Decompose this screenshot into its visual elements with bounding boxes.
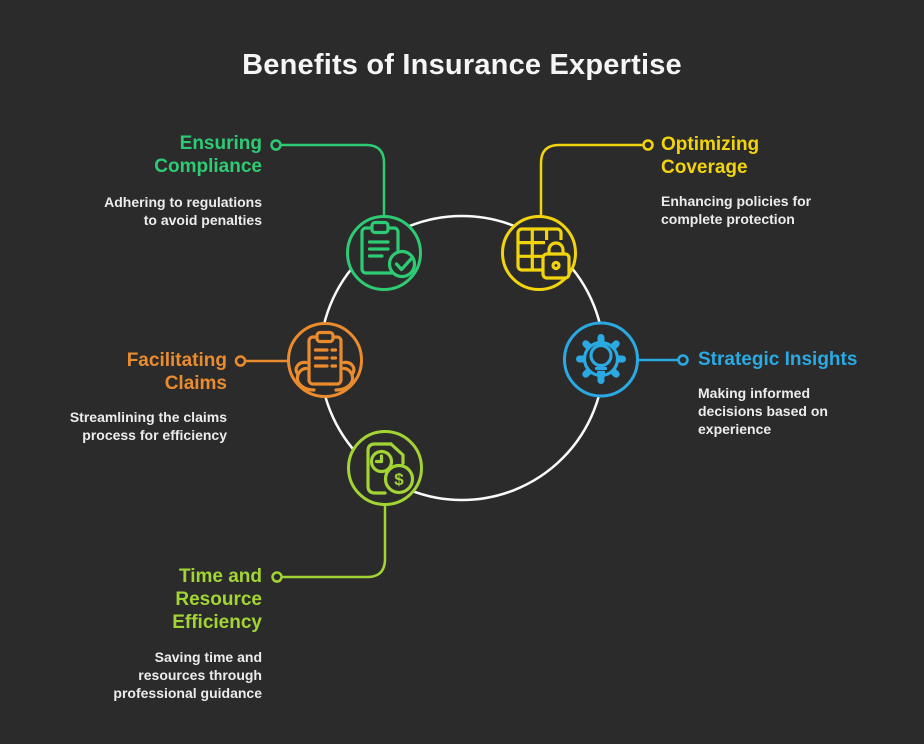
node-title-strategic-insights: Strategic Insights xyxy=(698,349,858,370)
dollar-sign-glyph: $ xyxy=(394,470,404,489)
node-description-optimizing-coverage: Enhancing policies for complete protecti… xyxy=(661,193,812,227)
page-title: Benefits of Insurance Expertise xyxy=(242,49,682,81)
clipboard-check-icon xyxy=(360,220,417,279)
node-title-facilitating-claims: Facilitating Claims xyxy=(126,350,227,394)
node-title-ensuring-compliance: Ensuring Compliance xyxy=(154,133,262,177)
node-description-time-resource-efficiency: Saving time and resources through profes… xyxy=(113,649,262,701)
gear-lightbulb-icon xyxy=(576,334,626,384)
connector-strategic-insights xyxy=(635,354,689,366)
connector-time-resource-efficiency xyxy=(271,502,387,583)
node-description-facilitating-claims: Streamlining the claims process for effi… xyxy=(69,409,227,443)
node-description-ensuring-compliance: Adhering to regulations to avoid penalti… xyxy=(104,194,262,228)
grid-lock-icon xyxy=(516,227,571,280)
node-title-optimizing-coverage: Optimizing Coverage xyxy=(661,134,760,178)
node-description-strategic-insights: Making informed decisions based on exper… xyxy=(698,385,828,437)
node-title-time-resource-efficiency: Time and Resource Efficiency xyxy=(172,566,262,633)
connector-optimizing-coverage xyxy=(539,139,654,219)
node-circle-facilitating-claims xyxy=(287,322,363,398)
connector-ensuring-compliance xyxy=(270,139,386,219)
connector-facilitating-claims xyxy=(234,355,290,367)
hands-clipboard-icon xyxy=(294,330,356,392)
document-clock-dollar-icon: $ xyxy=(366,442,415,495)
